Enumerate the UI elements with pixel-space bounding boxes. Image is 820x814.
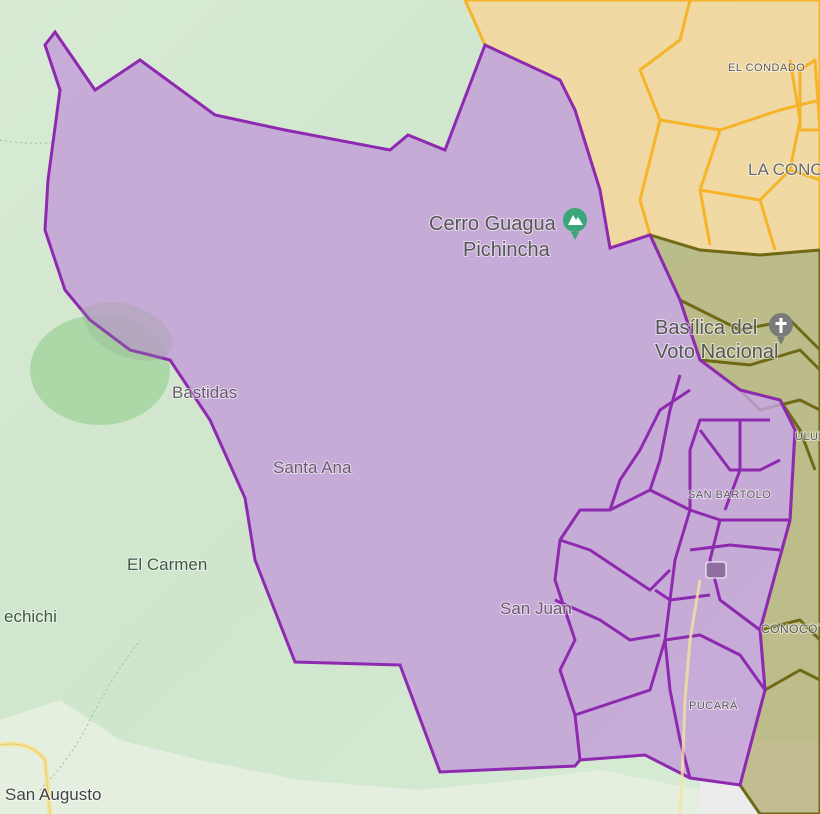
purple-district[interactable]	[43, 29, 797, 787]
label-cerro-line2: Pichincha	[463, 239, 551, 261]
label-el-condado: EL CONDADO	[728, 62, 805, 74]
label-conocoto: CONOCOT	[761, 622, 820, 636]
label-echichi: echichi	[4, 607, 57, 626]
trail-line	[39, 639, 141, 791]
label-pucara: PUCARÁ	[689, 699, 738, 712]
label-santa-ana: Santa Ana	[273, 458, 352, 477]
label-el-carmen: El Carmen	[127, 555, 207, 574]
north-subdistrict-boundaries	[638, 0, 820, 251]
mountain-icon[interactable]	[563, 208, 587, 240]
label-san-augusto: San Augusto	[5, 785, 101, 804]
label-la-concepcion: LA CONC	[748, 160, 820, 179]
road	[678, 579, 702, 814]
label-turubamba: ULUN	[795, 431, 820, 443]
forest-overlay	[80, 302, 173, 361]
label-san-juan: San Juan	[500, 599, 572, 618]
metro-station-icon[interactable]	[705, 561, 727, 579]
purple-subdistrict-boundaries	[553, 374, 790, 779]
label-cerro-line1: Cerro Guagua	[429, 213, 557, 235]
church-icon[interactable]	[769, 313, 793, 345]
label-basilica-line2: Voto Nacional	[655, 341, 778, 363]
label-basilica-line1: Basílica del	[655, 317, 757, 339]
label-san-bartolo: SAN BARTOLO	[688, 489, 771, 501]
label-bastidas: Bastidas	[172, 383, 237, 402]
road-edge	[0, 743, 51, 814]
terrain-lowland	[0, 700, 820, 814]
